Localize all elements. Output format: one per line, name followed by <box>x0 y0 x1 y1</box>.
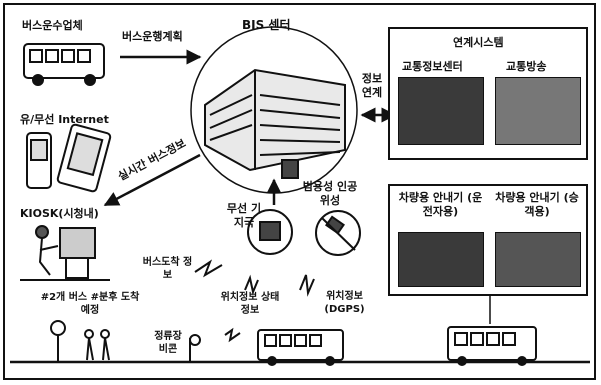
links-system-title: 연계시스템 <box>453 36 504 49</box>
wireless-signal-bolts <box>194 259 315 343</box>
traffic-broadcast-map-photo <box>495 77 581 145</box>
kiosk-icon <box>20 225 110 281</box>
bis-center-title: BIS 센터 <box>242 18 291 32</box>
middle-bus-icon <box>257 329 344 366</box>
info-link-label: 정보 연계 <box>361 72 383 99</box>
driver-display-photo <box>398 232 484 287</box>
passenger-display-label: 차량용 안내기 (승객용) <box>495 191 579 218</box>
location-status-info-label: 위치정보 상태정보 <box>220 292 280 316</box>
commercial-satellite-label: 범용성 인공위성 <box>302 180 358 207</box>
location-dgps-label: 위치정보 (DGPS) <box>324 291 365 315</box>
passenger-display-photo <box>495 232 581 287</box>
bus-arrival-info-label: 버스도착 정보 <box>142 257 193 281</box>
base-station-icon <box>247 209 293 255</box>
bus-stop-sign-icon <box>50 320 66 362</box>
mobile-device-icons <box>26 123 112 193</box>
kiosk-label: KIOSK(시청내) <box>20 207 99 220</box>
satellite-icon <box>315 210 361 256</box>
driver-display-label: 차량용 안내기 (운전자용) <box>398 191 483 218</box>
traffic-info-center-label: 교통정보센터 <box>402 60 463 73</box>
bis-building-icon <box>204 68 346 179</box>
bus-company-label: 버스운수업체 <box>22 19 83 32</box>
waiting-passengers-icon <box>84 329 110 361</box>
wired-wireless-label: 유/무선 Internet <box>20 113 109 126</box>
right-bus-icon <box>447 326 537 366</box>
bus-company-bus-icon <box>23 43 105 86</box>
traffic-broadcast-label: 교통방송 <box>506 60 547 73</box>
beacon-pole-icon <box>189 334 201 362</box>
bus-stop-display-label: #2개 버스 #분후 도착예정 <box>40 292 140 316</box>
wireless-base-station-label: 무선 기지국 <box>226 202 262 229</box>
bus-operation-plan-label: 버스운행계획 <box>122 30 183 43</box>
arrow-realtime-bus-info <box>103 153 201 207</box>
beacon-label: 정류장 비콘 <box>154 331 182 355</box>
traffic-info-center-photo <box>398 77 484 145</box>
